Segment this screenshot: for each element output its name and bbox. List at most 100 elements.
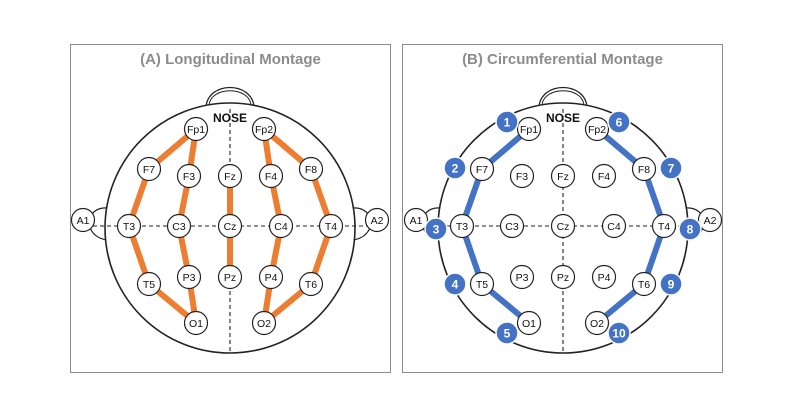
numbered-marker-4: 4: [443, 272, 467, 296]
marker-circle: [443, 272, 467, 296]
electrode-label: F4: [265, 171, 277, 183]
electrode-circle: [70, 207, 96, 233]
electrode-label: Cz: [224, 221, 237, 233]
electrode-label: F4: [598, 171, 610, 183]
marker-circle: [495, 110, 519, 134]
panel-title: (A) Longitudinal Montage: [140, 51, 321, 68]
electrode-t4: T4: [318, 213, 344, 239]
electrode-c4: C4: [601, 213, 627, 239]
electrode-o2: O2: [251, 310, 277, 336]
electrode-label: O1: [522, 318, 536, 330]
electrode-label: T5: [476, 279, 488, 291]
electrode-circle: [584, 310, 610, 336]
electrode-circle: [183, 310, 209, 336]
electrode-circle: [651, 213, 677, 239]
numbered-marker-9: 9: [659, 272, 683, 296]
electrode-c3: C3: [166, 213, 192, 239]
electrode-cz: Cz: [550, 213, 576, 239]
marker-circle: [607, 321, 631, 345]
electrode-circle: [183, 116, 209, 142]
electrode-circle: [251, 310, 277, 336]
electrode-o1: O1: [516, 310, 542, 336]
electrode-label: A2: [371, 215, 384, 227]
electrode-label: T6: [638, 279, 650, 291]
electrode-circle: [403, 207, 429, 233]
numbered-marker-10: 10: [607, 321, 631, 345]
electrode-label: F3: [183, 171, 195, 183]
marker-circle: [607, 110, 631, 134]
electrode-f3: F3: [176, 163, 202, 189]
electrode-label: F3: [516, 171, 528, 183]
electrode-circle: [516, 116, 542, 142]
electrode-circle: [116, 213, 142, 239]
electrode-label: O2: [257, 318, 271, 330]
nose-inner-outline: [541, 90, 585, 106]
electrode-circle: [136, 271, 162, 297]
numbered-marker-8: 8: [678, 217, 702, 241]
electrode-a2: A2: [364, 207, 390, 233]
electrode-f7: F7: [469, 156, 495, 182]
electrode-t3: T3: [116, 213, 142, 239]
electrode-label: Cz: [557, 221, 570, 233]
marker-label: 7: [668, 162, 675, 176]
electrode-label: A1: [410, 215, 423, 227]
electrode-circle: [584, 116, 610, 142]
electrode-circle: [176, 163, 202, 189]
electrode-label: C3: [505, 221, 519, 233]
electrode-f4: F4: [591, 163, 617, 189]
electrode-f7: F7: [136, 156, 162, 182]
electrode-label: A1: [77, 215, 90, 227]
electrode-label: T3: [123, 221, 135, 233]
marker-circle: [495, 321, 519, 345]
electrode-fp2: Fp2: [584, 116, 610, 142]
electrode-t6: T6: [298, 271, 324, 297]
marker-label: 9: [668, 278, 675, 292]
electrode-circle: [449, 213, 475, 239]
electrode-circle: [268, 213, 294, 239]
numbered-marker-1: 1: [495, 110, 519, 134]
electrode-circle: [550, 264, 576, 290]
electrode-circle: [251, 116, 277, 142]
electrode-circle: [550, 163, 576, 189]
electrode-cz: Cz: [217, 213, 243, 239]
electrode-t5: T5: [469, 271, 495, 297]
electrode-label: C4: [274, 221, 288, 233]
marker-circle: [659, 156, 683, 180]
electrode-circle: [631, 271, 657, 297]
marker-circle: [424, 217, 448, 241]
marker-circle: [659, 272, 683, 296]
electrode-circle: [697, 207, 723, 233]
electrode-label: O1: [189, 318, 203, 330]
marker-label: 3: [433, 223, 440, 237]
electrode-t4: T4: [651, 213, 677, 239]
electrode-circle: [591, 264, 617, 290]
marker-label: 4: [452, 278, 459, 292]
electrode-circle: [217, 163, 243, 189]
nose-label: NOSE: [213, 111, 247, 125]
electrode-label: T6: [305, 279, 317, 291]
electrode-f8: F8: [298, 156, 324, 182]
electrode-t6: T6: [631, 271, 657, 297]
nose-outline: [205, 86, 255, 108]
electrode-circle: [166, 213, 192, 239]
electrode-circle: [136, 156, 162, 182]
marker-circle: [678, 217, 702, 241]
electrode-label: P4: [265, 272, 278, 284]
electrode-label: T4: [325, 221, 337, 233]
electrode-f8: F8: [631, 156, 657, 182]
electrode-fz: Fz: [550, 163, 576, 189]
electrode-circle: [217, 213, 243, 239]
nose-inner-outline: [208, 90, 252, 106]
electrode-circle: [258, 264, 284, 290]
electrode-circle: [601, 213, 627, 239]
electrode-circle: [591, 163, 617, 189]
marker-label: 8: [687, 223, 694, 237]
numbered-marker-3: 3: [424, 217, 448, 241]
nose-outline: [538, 86, 588, 108]
marker-label: 10: [612, 327, 626, 341]
marker-label: 5: [504, 327, 511, 341]
electrode-label: P3: [183, 272, 196, 284]
electrode-a1: A1: [70, 207, 96, 233]
